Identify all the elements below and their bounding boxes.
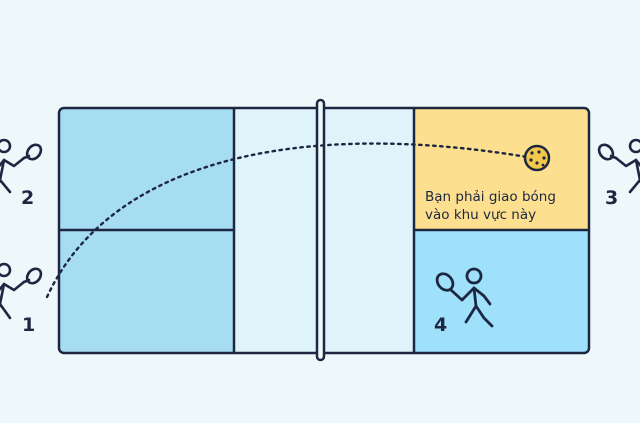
target-caption-line-2: vào khu vực này xyxy=(425,207,536,223)
player-3-icon xyxy=(597,138,640,194)
serve-trajectory xyxy=(45,142,535,299)
court xyxy=(57,98,591,362)
player-3-number: 3 xyxy=(605,187,618,209)
left-kitchen-zone xyxy=(234,108,321,353)
net xyxy=(315,98,326,362)
ball-icon xyxy=(523,144,551,172)
player-1-icon xyxy=(0,262,43,320)
receiver-court-area xyxy=(414,230,589,353)
player-4-number: 4 xyxy=(434,314,447,336)
player-4-icon xyxy=(435,267,494,328)
target-caption-line-1: Bạn phải giao bóng xyxy=(425,189,556,205)
right-kitchen-zone xyxy=(321,108,414,353)
target-service-area xyxy=(414,108,589,230)
player-1-number: 1 xyxy=(22,314,35,336)
player-2-number: 2 xyxy=(21,187,34,209)
player-2-icon xyxy=(0,138,43,194)
